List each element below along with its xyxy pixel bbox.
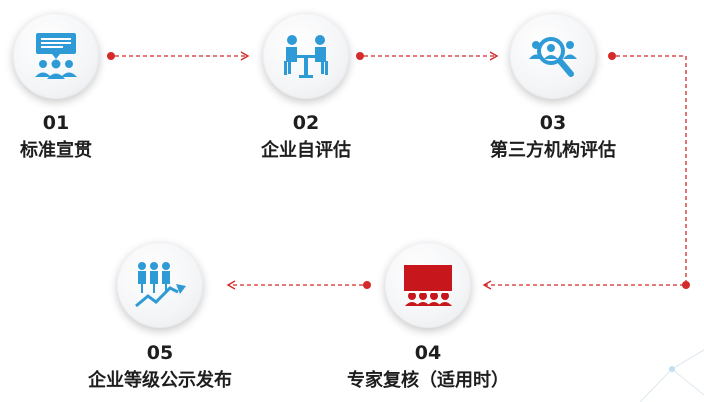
step-03-circle bbox=[510, 13, 596, 99]
connector-02-03 bbox=[356, 51, 499, 61]
step-04-title: 专家复核（适用时） bbox=[347, 370, 509, 391]
expert-panel-icon bbox=[404, 265, 452, 306]
step-02-circle bbox=[263, 13, 349, 99]
connector-03-04 bbox=[482, 52, 690, 290]
growth-people-icon bbox=[135, 262, 186, 308]
step-04-circle bbox=[385, 242, 471, 328]
step-05-number: 05 bbox=[146, 342, 174, 364]
group-magnifier-icon bbox=[529, 37, 577, 77]
step-05-title: 企业等级公示发布 bbox=[88, 370, 232, 391]
decorative-network bbox=[639, 349, 704, 402]
step-01-number: 01 bbox=[42, 112, 70, 134]
presentation-audience-icon bbox=[35, 33, 77, 79]
step-02-title: 企业自评估 bbox=[261, 140, 351, 161]
step-03-title: 第三方机构评估 bbox=[490, 140, 616, 161]
step-03-number: 03 bbox=[539, 112, 567, 134]
meeting-table-icon bbox=[284, 35, 328, 78]
step-04-number: 04 bbox=[414, 342, 442, 364]
step-05-circle bbox=[117, 242, 203, 328]
step-01-circle bbox=[13, 13, 99, 99]
step-02-number: 02 bbox=[292, 112, 320, 134]
connector-04-05 bbox=[226, 280, 371, 290]
step-01-title: 标准宣贯 bbox=[20, 140, 92, 161]
connector-01-02 bbox=[107, 51, 250, 61]
